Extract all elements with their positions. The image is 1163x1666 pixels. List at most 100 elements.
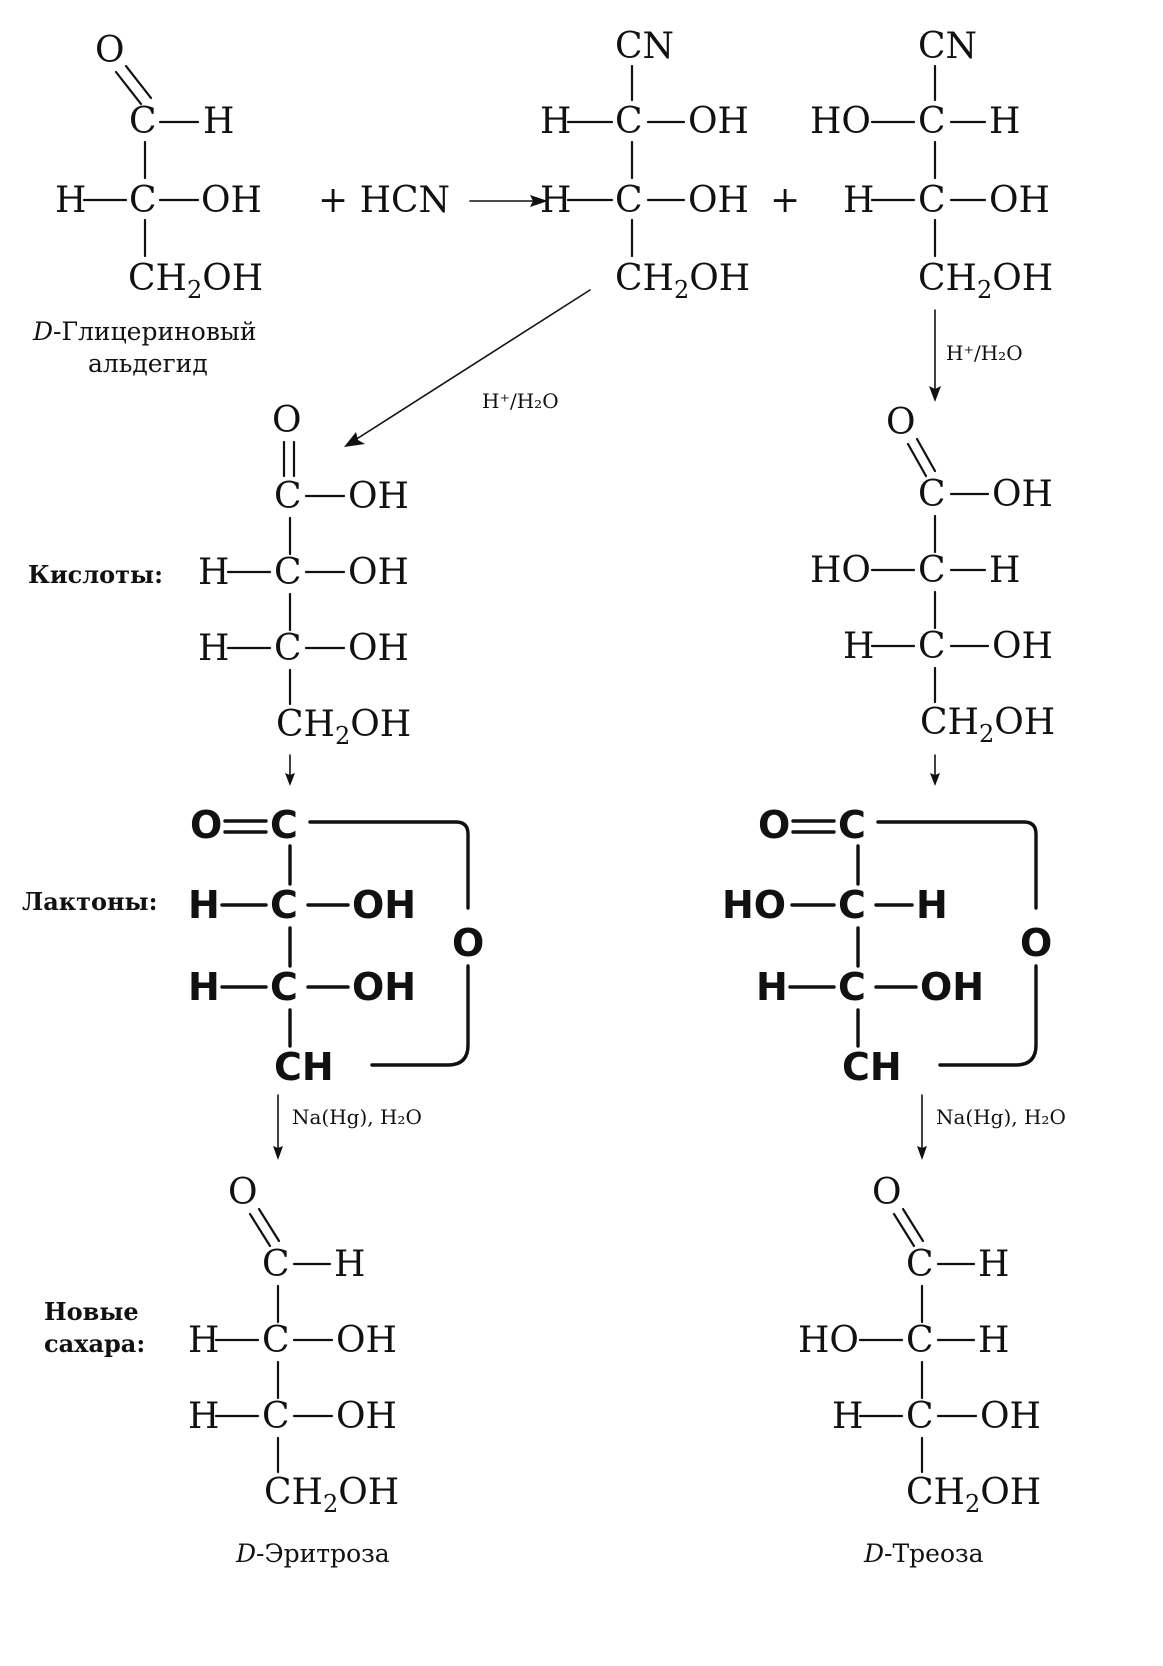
atom-c: C	[838, 803, 866, 847]
atom-c: C	[274, 552, 302, 593]
ring-oxygen: O	[452, 921, 484, 965]
atom-ch2oh: CH2OH	[906, 1472, 1041, 1518]
atom-ho: HO	[722, 883, 786, 927]
erythrose-structure: O C H H C OH H C OH CH2OH	[188, 1172, 399, 1518]
atom-c: C	[918, 626, 946, 667]
atom-c: C	[918, 474, 946, 515]
new-sugars-label-line2: сахара:	[44, 1329, 145, 1358]
atom-o: O	[872, 1172, 902, 1213]
atom-oh: OH	[348, 476, 409, 517]
atom-h: H	[843, 180, 874, 221]
atom-oh: OH	[201, 180, 262, 221]
atom-h: H	[989, 550, 1020, 591]
atom-ho: HO	[810, 101, 871, 142]
atom-c: C	[838, 965, 866, 1009]
condition-reduction-left: Na(Hg), H₂O	[292, 1105, 422, 1129]
atom-h: H	[832, 1396, 863, 1437]
atom-oh: OH	[348, 628, 409, 669]
atom-h: H	[188, 1396, 219, 1437]
atom-h: H	[843, 626, 874, 667]
atom-c: C	[270, 883, 298, 927]
atom-h: H	[756, 965, 788, 1009]
acids-label: Кислоты:	[28, 560, 163, 589]
atom-ch2oh: CH2OH	[920, 702, 1055, 748]
atom-oh: OH	[992, 474, 1053, 515]
atom-h: H	[916, 883, 948, 927]
atom-h: H	[188, 965, 220, 1009]
atom-c: C	[270, 803, 298, 847]
atom-o: O	[95, 30, 125, 71]
atom-h: H	[540, 101, 571, 142]
atom-c: C	[129, 101, 157, 142]
atom-oh: OH	[352, 883, 416, 927]
plus-sign: +	[770, 180, 800, 221]
atom-c: C	[274, 628, 302, 669]
atom-h: H	[540, 180, 571, 221]
atom-oh: OH	[992, 626, 1053, 667]
atom-c: C	[274, 476, 302, 517]
atom-c: C	[918, 180, 946, 221]
atom-c: C	[906, 1396, 934, 1437]
atom-h: H	[989, 101, 1020, 142]
cyanohydrin-1-structure: CN H C OH H C OH CH2OH	[540, 26, 750, 304]
condition-hydrolysis-left: H⁺/H₂O	[482, 389, 559, 413]
atom-h: H	[188, 1320, 219, 1361]
hydrolysis-arrow-left	[354, 289, 591, 441]
ring-oxygen: O	[1020, 921, 1052, 965]
atom-cn: CN	[918, 26, 977, 67]
atom-oh: OH	[348, 552, 409, 593]
atom-oh: OH	[336, 1396, 397, 1437]
threose-label: D-Треоза	[863, 1539, 984, 1568]
threose-structure: O C H HO C H H C OH CH2OH	[798, 1172, 1041, 1518]
atom-ch2oh: CH2OH	[264, 1472, 399, 1518]
atom-o: O	[190, 803, 222, 847]
atom-h: H	[203, 101, 234, 142]
atom-oh: OH	[980, 1396, 1041, 1437]
glyceraldehyde-structure: O C H H C OH CH2OH	[55, 30, 263, 304]
atom-h: H	[188, 883, 220, 927]
lactones-label: Лактоны:	[22, 887, 157, 916]
atom-o: O	[228, 1172, 258, 1213]
atom-oh: OH	[688, 180, 749, 221]
lactone-1-structure: O C H C OH O H C OH CH	[188, 803, 484, 1089]
acid-2-structure: O C OH HO C H H C OH CH2OH	[810, 402, 1055, 748]
atom-ch: CH	[274, 1045, 334, 1089]
atom-c: C	[918, 550, 946, 591]
new-sugars-label-line1: Новые	[44, 1297, 139, 1326]
atom-o: O	[758, 803, 790, 847]
cyanohydrin-2-structure: CN HO C H H C OH CH2OH	[810, 26, 1053, 304]
acid-1-structure: O C OH H C OH H C OH CH2OH	[198, 400, 411, 750]
atom-c: C	[615, 101, 643, 142]
atom-oh: OH	[989, 180, 1050, 221]
atom-h: H	[978, 1320, 1009, 1361]
atom-c: C	[906, 1244, 934, 1285]
atom-cn: CN	[615, 26, 674, 67]
atom-ch2oh: CH2OH	[276, 704, 411, 750]
reagent-hcn: + HCN	[318, 180, 450, 221]
atom-c: C	[906, 1320, 934, 1361]
atom-ch2oh: CH2OH	[615, 258, 750, 304]
atom-ch2oh: CH2OH	[128, 258, 263, 304]
atom-c: C	[918, 101, 946, 142]
atom-ch: CH	[842, 1045, 902, 1089]
atom-oh: OH	[336, 1320, 397, 1361]
atom-c: C	[129, 180, 157, 221]
atom-c: C	[262, 1320, 290, 1361]
atom-c: C	[838, 883, 866, 927]
atom-ho: HO	[798, 1320, 859, 1361]
condition-reduction-right: Na(Hg), H₂O	[936, 1105, 1066, 1129]
atom-o: O	[272, 400, 302, 441]
condition-hydrolysis-right: H⁺/H₂O	[946, 341, 1023, 365]
atom-ch2oh: CH2OH	[918, 258, 1053, 304]
atom-c: C	[262, 1396, 290, 1437]
atom-oh: OH	[920, 965, 984, 1009]
atom-h: H	[334, 1244, 365, 1285]
atom-h: H	[198, 628, 229, 669]
atom-c: C	[262, 1244, 290, 1285]
atom-oh: OH	[688, 101, 749, 142]
lactone-2-structure: O C HO C H O H C OH CH	[722, 803, 1052, 1089]
atom-h: H	[978, 1244, 1009, 1285]
glyceraldehyde-label-line2: альдегид	[88, 349, 208, 378]
atom-h: H	[55, 180, 86, 221]
